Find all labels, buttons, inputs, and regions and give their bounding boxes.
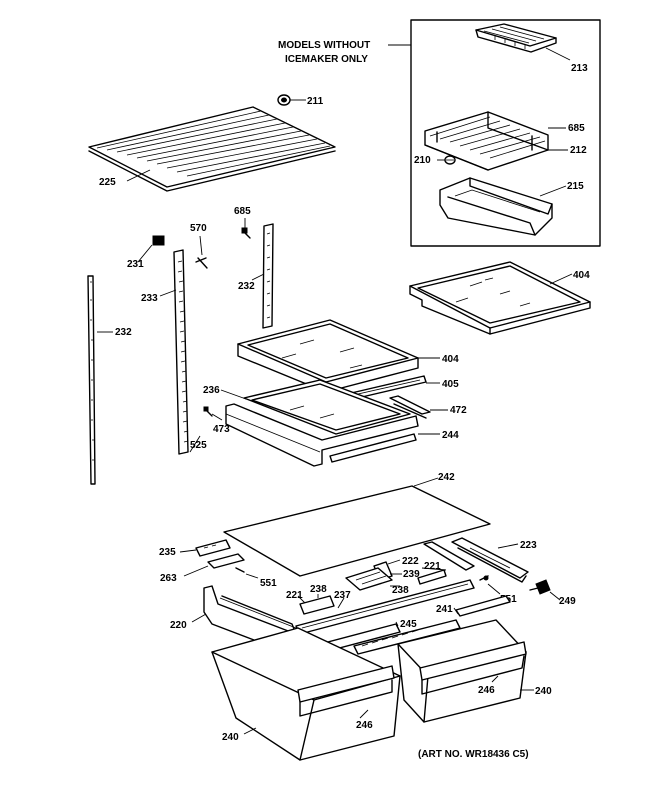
label-551-left: 551: [260, 578, 277, 589]
label-245: 245: [400, 619, 417, 630]
support-221-right: [417, 541, 475, 585]
label-239: 239: [403, 569, 420, 580]
label-212: 212: [570, 145, 587, 156]
label-232-left: 232: [115, 327, 132, 338]
label-235: 235: [159, 547, 176, 558]
screw-570: [195, 257, 208, 269]
stud-231: [152, 235, 165, 246]
inset-title-line2: ICEMAKER ONLY: [285, 54, 368, 65]
label-246-left: 246: [356, 720, 373, 731]
label-525: 525: [190, 440, 207, 451]
crisper-pan-240-right: [397, 619, 527, 723]
label-263: 263: [160, 573, 177, 584]
label-472: 472: [450, 405, 467, 416]
label-685-inset: 685: [568, 123, 585, 134]
trim-263: [207, 553, 245, 569]
label-473: 473: [213, 424, 230, 435]
label-246-right: 246: [478, 685, 495, 696]
screw-210-part: [444, 155, 456, 165]
rail-241: [455, 595, 511, 617]
label-221-right: 221: [424, 561, 441, 572]
label-233: 233: [141, 293, 158, 304]
label-405: 405: [442, 379, 459, 390]
rail-233: [173, 249, 189, 455]
crisper-pan-240-left: [211, 627, 401, 761]
glass-shelf-404-center: [237, 319, 419, 393]
ice-bucket-part: [439, 177, 553, 236]
slide-472: [389, 395, 431, 419]
icemaker-inset: MODELS WITHOUT ICEMAKER ONLY 213 685 212: [278, 19, 601, 247]
label-238-right: 238: [392, 585, 409, 596]
label-237: 237: [334, 590, 351, 601]
wire-shelf-225: [88, 106, 336, 192]
label-213: 213: [571, 63, 588, 74]
pan-frame-244: [225, 403, 419, 467]
bracket-239: [345, 567, 393, 591]
label-236: 236: [203, 385, 220, 396]
label-404-center: 404: [442, 354, 459, 365]
label-244: 244: [442, 430, 459, 441]
label-211: 211: [307, 96, 324, 107]
label-240-left: 240: [222, 732, 239, 743]
label-222: 222: [402, 556, 419, 567]
label-404-right: 404: [573, 270, 590, 281]
rail-232-center: [262, 223, 274, 329]
screw-551-right: [479, 575, 489, 581]
support-223: [451, 537, 529, 583]
shelf-clip-211: [277, 94, 291, 106]
label-241: 241: [436, 604, 453, 615]
label-685: 685: [234, 206, 251, 217]
support-238-left: [299, 595, 335, 615]
inset-title-line1: MODELS WITHOUT: [278, 40, 370, 51]
label-210: 210: [414, 155, 431, 166]
label-240-right: 240: [535, 686, 552, 697]
art-number: (ART NO. WR18436 C5): [418, 749, 529, 760]
screw-685: [241, 227, 251, 239]
label-242: 242: [438, 472, 455, 483]
screw-473: [203, 406, 213, 417]
ice-tray-part: [475, 23, 557, 53]
support-235: [195, 539, 231, 557]
label-220: 220: [170, 620, 187, 631]
label-225: 225: [99, 177, 116, 188]
label-223: 223: [520, 540, 537, 551]
label-232-center: 232: [238, 281, 255, 292]
inset-border: [410, 19, 601, 247]
label-221-left: 221: [286, 590, 303, 601]
label-249: 249: [559, 596, 576, 607]
glass-cover-242: [223, 485, 491, 577]
label-215: 215: [567, 181, 584, 192]
glass-shelf-404-right: [409, 261, 591, 335]
clip-249: [529, 579, 551, 595]
label-238-left: 238: [310, 584, 327, 595]
rail-232-left: [87, 275, 96, 485]
label-570: 570: [190, 223, 207, 234]
ice-rack-part: [424, 111, 549, 171]
screw-551-left: [235, 567, 245, 573]
pan-cover-236: [243, 379, 411, 435]
label-231: 231: [127, 259, 144, 270]
